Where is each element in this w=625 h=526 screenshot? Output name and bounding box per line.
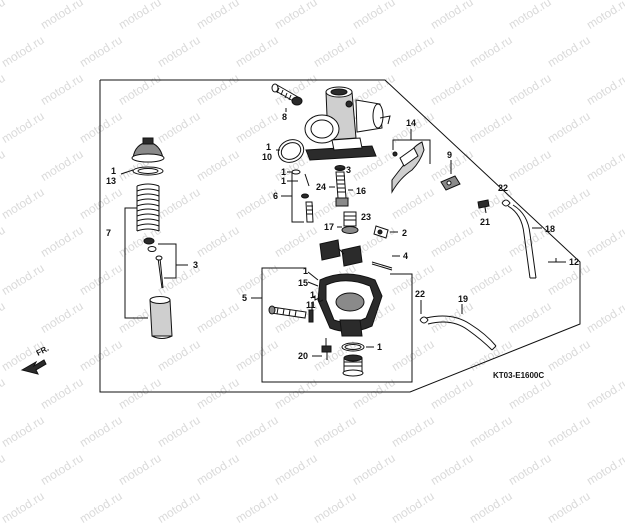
callout-15: 15 xyxy=(298,278,308,288)
callout-1-a: 1 xyxy=(281,167,286,177)
callout-1-screw: 1 xyxy=(310,290,315,300)
main-jet-part-23 xyxy=(341,211,359,234)
needle-jet-holder-part-16 xyxy=(334,165,349,207)
float-chamber xyxy=(317,273,383,337)
throttle-valve xyxy=(149,296,173,339)
carburetor-body xyxy=(304,86,391,161)
front-direction-arrow xyxy=(20,359,47,375)
screw-part-21 xyxy=(477,199,490,214)
callout-10: 10 xyxy=(262,152,272,162)
watermark-text: motod.ru xyxy=(233,488,281,526)
choke-plate-part-9 xyxy=(440,175,461,191)
drain-plug xyxy=(342,354,364,377)
callout-14: 14 xyxy=(406,118,416,128)
callout-1-spring: 1 xyxy=(111,166,116,176)
callout-20: 20 xyxy=(298,351,308,361)
leader-1-bowl xyxy=(307,271,319,281)
callout-bracket-5 xyxy=(261,267,413,383)
float xyxy=(319,239,363,267)
callout-4: 4 xyxy=(403,251,408,261)
jet-needle-set xyxy=(143,237,164,289)
callout-22-top: 22 xyxy=(498,183,508,193)
throttle-valve-spring xyxy=(136,183,160,232)
float-pin-part-2 xyxy=(373,225,389,239)
drain-tube-part-19 xyxy=(425,315,497,351)
callout-16: 16 xyxy=(356,186,366,196)
callout-12: 12 xyxy=(569,257,579,267)
float-valve-part-4 xyxy=(371,261,393,271)
leader-15 xyxy=(307,281,319,287)
callout-21: 21 xyxy=(480,217,490,227)
callout-1-bowl: 1 xyxy=(303,266,308,276)
callout-1-body: 1 xyxy=(266,142,271,152)
choke-lever xyxy=(391,141,425,194)
watermark-text: motod.ru xyxy=(467,488,515,526)
watermark-text: motod.ru xyxy=(545,488,593,526)
parts-diagram: 1 10 1 13 7 3 8 14 9 1 1 6 24 16 3 23 17… xyxy=(20,79,581,393)
callout-24: 24 xyxy=(316,182,326,192)
throttle-stop-screw xyxy=(271,83,303,106)
vent-tube-part-18 xyxy=(507,204,537,279)
watermark-text: motod.ru xyxy=(0,488,47,526)
slow-jet-part-6 xyxy=(291,169,314,223)
callout-bracket-6 xyxy=(291,172,304,223)
watermark-text: motod.ru xyxy=(155,488,203,526)
o-ring-part-10 xyxy=(277,139,305,163)
callout-bracket-3-needle xyxy=(158,243,188,279)
callout-2: 2 xyxy=(402,228,407,238)
callout-23: 23 xyxy=(361,212,371,222)
callout-11: 11 xyxy=(306,300,316,310)
callout-18: 18 xyxy=(545,224,555,234)
clip-part-22-bottom xyxy=(419,316,429,324)
pilot-screw-part-11 xyxy=(268,305,307,319)
leader-13 xyxy=(120,169,134,175)
clip-part-22-top xyxy=(501,199,511,207)
callout-1-drain: 1 xyxy=(377,342,382,352)
leader-12 xyxy=(555,258,564,263)
front-direction-label: FR. xyxy=(35,344,51,358)
watermark-text: motod.ru xyxy=(77,488,125,526)
carburetor-top-cap xyxy=(131,137,165,176)
callout-19: 19 xyxy=(458,294,468,304)
callout-8: 8 xyxy=(282,112,287,122)
drain-o-ring-part-1 xyxy=(341,342,365,352)
callout-7: 7 xyxy=(106,228,111,238)
callout-3-jet: 3 xyxy=(346,165,351,175)
callout-22-bottom: 22 xyxy=(415,289,425,299)
assembly-frame xyxy=(99,79,581,393)
screw-part-20 xyxy=(321,338,332,360)
callout-6: 6 xyxy=(273,191,278,201)
watermark-text: motod.ru xyxy=(389,488,437,526)
callout-9: 9 xyxy=(447,150,452,160)
callout-5: 5 xyxy=(242,293,247,303)
callout-1-b: 1 xyxy=(281,176,286,186)
callout-bracket-7 xyxy=(124,207,148,319)
callout-17: 17 xyxy=(324,222,334,232)
watermark-text: motod.ru xyxy=(311,488,359,526)
callout-13: 13 xyxy=(106,176,116,186)
clip-part-14 xyxy=(392,151,398,157)
callout-3-needle: 3 xyxy=(193,260,198,270)
diagram-code: KT03-E1600C xyxy=(493,371,544,380)
spring-part-1-screw xyxy=(308,295,324,323)
